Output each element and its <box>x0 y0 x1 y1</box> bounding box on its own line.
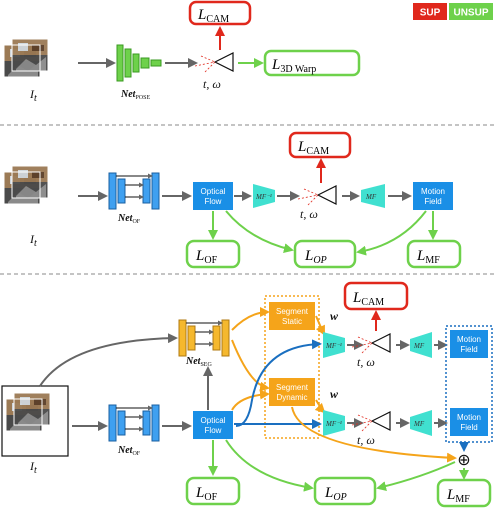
row3-segment-static-line2: Static <box>282 317 302 326</box>
row3-motion-field-bottom-box <box>450 408 488 436</box>
row3-op-loss-box <box>313 476 377 506</box>
row2-motion-field-line2: Field <box>424 197 441 206</box>
row3-arrow-flow-dynamic <box>231 389 270 411</box>
row3-arrow-combine-op <box>376 461 456 492</box>
row3-mf-loss: LMF <box>446 487 470 505</box>
row3-motion-field-bottom-line2: Field <box>460 423 477 432</box>
row3-motion-field-dotted-frame <box>445 325 493 443</box>
row3-arrow-seg-dynamic <box>231 339 270 392</box>
row3-mf-inverse-bottom <box>323 410 345 436</box>
sup-badge-label: SUP <box>420 8 441 19</box>
row3-optical-flow-box <box>193 411 233 439</box>
row3-motion-field-top-line1: Motion <box>457 335 481 344</box>
row3-segment-dynamic-box <box>269 378 315 406</box>
row2-motion-field-box <box>413 182 453 210</box>
row1-cam-loss-box <box>188 0 252 26</box>
row2-arrow-flow-op <box>225 210 294 254</box>
row1-pose-label: t, ω <box>203 77 221 91</box>
row3-input-frame-border <box>1 385 69 457</box>
row3-motion-field-bottom-line1: Motion <box>457 413 481 422</box>
row2-mf-inverse-block <box>253 184 275 208</box>
row3-camera-frustum-top <box>351 333 391 354</box>
row3-arrow-dynamic-combine <box>291 406 457 463</box>
row2-motion-field-line1: Motion <box>421 187 445 196</box>
row2-camera-frustum <box>297 185 337 206</box>
row3-optical-flow-line1: Optical <box>201 416 226 425</box>
row2-mf-loss: LMF <box>416 248 440 266</box>
row3-mf-top-label: MF <box>413 342 425 350</box>
row3-arrow-input-seg <box>39 333 178 387</box>
row3-arrow-flow-mfinv-top <box>235 339 322 427</box>
row3-arrow-dynamic-mfinv <box>314 399 326 414</box>
row3-of-loss-box <box>185 476 241 506</box>
row2-cam-loss-box <box>288 131 352 159</box>
row3-seg-net-icon <box>178 319 230 357</box>
row3-arrow-flow-op <box>225 439 314 492</box>
pose-net-icon <box>116 44 162 82</box>
row3-input-label: It <box>29 459 37 476</box>
row2-optical-flow-box <box>193 182 233 210</box>
row3-mf-bottom-label: MF <box>413 420 425 428</box>
row2-input-label: It <box>29 232 37 249</box>
row2-op-loss: LOP <box>304 248 327 266</box>
row3-arrow-seg-static <box>231 307 270 331</box>
row1-warp-loss-box <box>263 49 361 77</box>
row3-of-net-icon <box>108 404 160 442</box>
pose-net-label: NetPOSE <box>120 89 150 101</box>
row3-weight-dynamic: w <box>330 387 339 401</box>
row2-pose-label: t, ω <box>300 207 318 221</box>
row2-mf-loss-box <box>406 239 462 269</box>
row2-of-net-label: NetOF <box>117 213 141 225</box>
row3-seg-net-label: NetSEG <box>185 356 212 368</box>
row2-arrow-field-op <box>356 210 427 256</box>
row3-cam-loss-box <box>343 281 409 311</box>
row3-input-frames <box>6 393 50 431</box>
row3-mf-top <box>410 332 432 358</box>
row3-weight-static: w <box>330 309 339 323</box>
row1-warp-loss: L3D Warp <box>271 57 316 75</box>
row3-mf-inverse-bottom-label: MF⁻¹ <box>325 420 342 428</box>
row3-mf-bottom <box>410 410 432 436</box>
unsup-badge <box>449 3 493 20</box>
row3-segment-dynamic-line2: Dynamic <box>276 393 307 402</box>
row1-input-frames <box>4 39 48 77</box>
row3-segment-dynamic-line1: Segment <box>276 383 309 392</box>
row2-mf-block <box>361 184 385 208</box>
sup-badge <box>413 3 447 20</box>
row3-mf-inverse-top-label: MF⁻¹ <box>325 342 342 350</box>
row3-of-loss: LOF <box>195 485 218 503</box>
row3-optical-flow-line2: Flow <box>205 426 222 435</box>
row3-motion-field-top-box <box>450 330 488 358</box>
row1-cam-loss: LCAM <box>197 7 229 25</box>
row3-of-net-label: NetOF <box>117 445 141 457</box>
row2-mf-label: MF <box>365 193 377 201</box>
row2-op-loss-box <box>293 239 357 269</box>
row3-motion-field-top-line2: Field <box>460 345 477 354</box>
row3-combine-symbol: ⊕ <box>457 450 470 469</box>
row3-segment-static-box <box>269 302 315 330</box>
row1-input-label: It <box>29 87 37 104</box>
row3-cam-loss: LCAM <box>352 290 384 308</box>
row1-camera-frustum <box>194 52 234 73</box>
row2-mf-inverse-label: MF⁻¹ <box>255 193 272 201</box>
row3-segment-static-line1: Segment <box>276 307 309 316</box>
row3-mf-loss-box <box>436 478 492 508</box>
row2-cam-loss: LCAM <box>297 139 329 157</box>
row2-of-loss: LOF <box>195 248 218 266</box>
row3-arrow-static-mfinv <box>315 315 325 336</box>
row3-mf-inverse-top <box>323 332 345 358</box>
row3-pose-label-bottom: t, ω <box>357 433 375 447</box>
unsup-badge-label: UNSUP <box>453 8 488 19</box>
row2-optical-flow-line2: Flow <box>205 197 222 206</box>
row2-of-loss-box <box>185 239 241 269</box>
row3-pose-label-top: t, ω <box>357 355 375 369</box>
row2-optical-flow-line1: Optical <box>201 187 226 196</box>
row3-camera-frustum-bottom <box>351 411 391 432</box>
row2-of-net-icon <box>108 172 160 210</box>
row3-op-loss: LOP <box>324 485 347 503</box>
row2-input-frames <box>4 166 48 204</box>
